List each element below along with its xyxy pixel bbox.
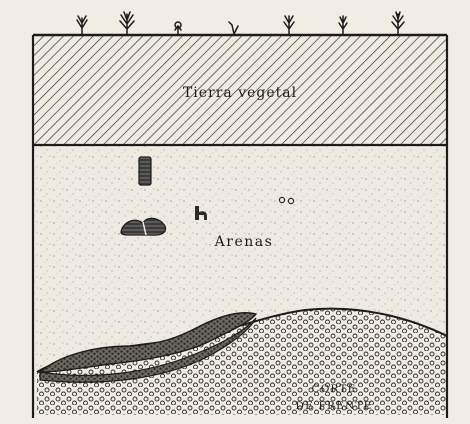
caption-line-2: DE FRENTE bbox=[296, 400, 373, 412]
plant-icon bbox=[175, 22, 181, 34]
plant-icon bbox=[392, 12, 404, 34]
plant-icon bbox=[120, 12, 134, 34]
plant-icon bbox=[284, 16, 294, 34]
vertical-bone-fragment-icon bbox=[139, 157, 151, 185]
surface-plants bbox=[77, 12, 404, 34]
plant-icon bbox=[77, 16, 87, 34]
sands-label: Arenas bbox=[214, 234, 274, 250]
topsoil-label: Tierra vegetal bbox=[183, 85, 297, 101]
plant-icon bbox=[339, 16, 347, 34]
plant-icon bbox=[229, 22, 238, 34]
caption-line-1: CORTE bbox=[311, 383, 356, 395]
